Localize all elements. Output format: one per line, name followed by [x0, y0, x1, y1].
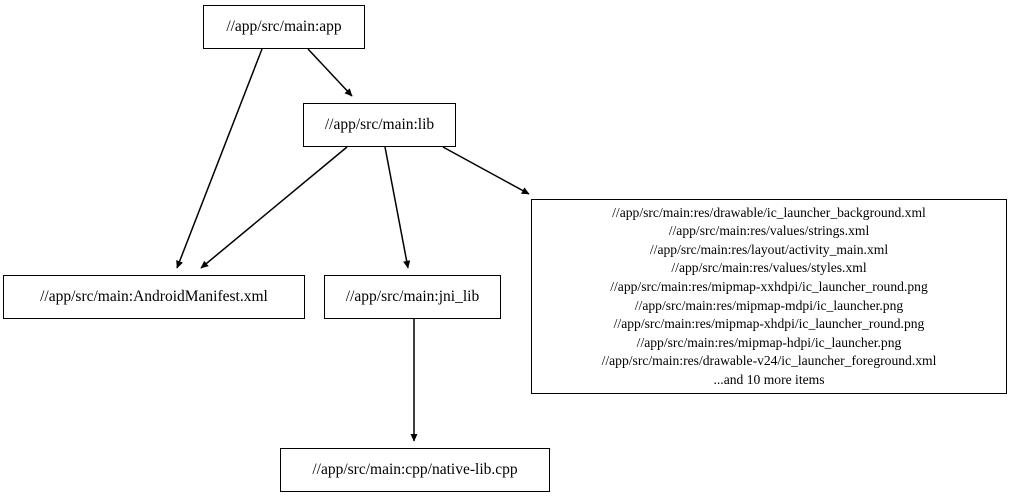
graph-node-native-lib-label: //app/src/main:cpp/native-lib.cpp: [312, 460, 518, 478]
edge-app-to-androidmanifest: [176, 48, 263, 269]
graph-node-resources[interactable]: //app/src/main:res/drawable/ic_launcher_…: [531, 199, 1007, 394]
graph-node-jni-lib-label: //app/src/main:jni_lib: [345, 287, 480, 305]
edge-app-to-lib: [307, 48, 353, 97]
graph-node-resources-label: //app/src/main:res/drawable/ic_launcher_…: [601, 204, 937, 387]
graph-node-app[interactable]: //app/src/main:app: [203, 5, 365, 49]
graph-node-androidmanifest-label: //app/src/main:AndroidManifest.xml: [40, 287, 268, 305]
graph-node-lib[interactable]: //app/src/main:lib: [303, 103, 456, 147]
graph-node-androidmanifest[interactable]: //app/src/main:AndroidManifest.xml: [3, 275, 305, 319]
edge-lib-to-resources: [442, 146, 530, 195]
graph-node-app-label: //app/src/main:app: [226, 17, 342, 35]
edge-lib-to-jni-lib: [384, 146, 411, 269]
edge-lib-to-androidmanifest: [200, 146, 348, 269]
graph-node-jni-lib[interactable]: //app/src/main:jni_lib: [324, 275, 501, 319]
graph-node-native-lib[interactable]: //app/src/main:cpp/native-lib.cpp: [280, 448, 550, 492]
graph-node-lib-label: //app/src/main:lib: [324, 115, 435, 133]
